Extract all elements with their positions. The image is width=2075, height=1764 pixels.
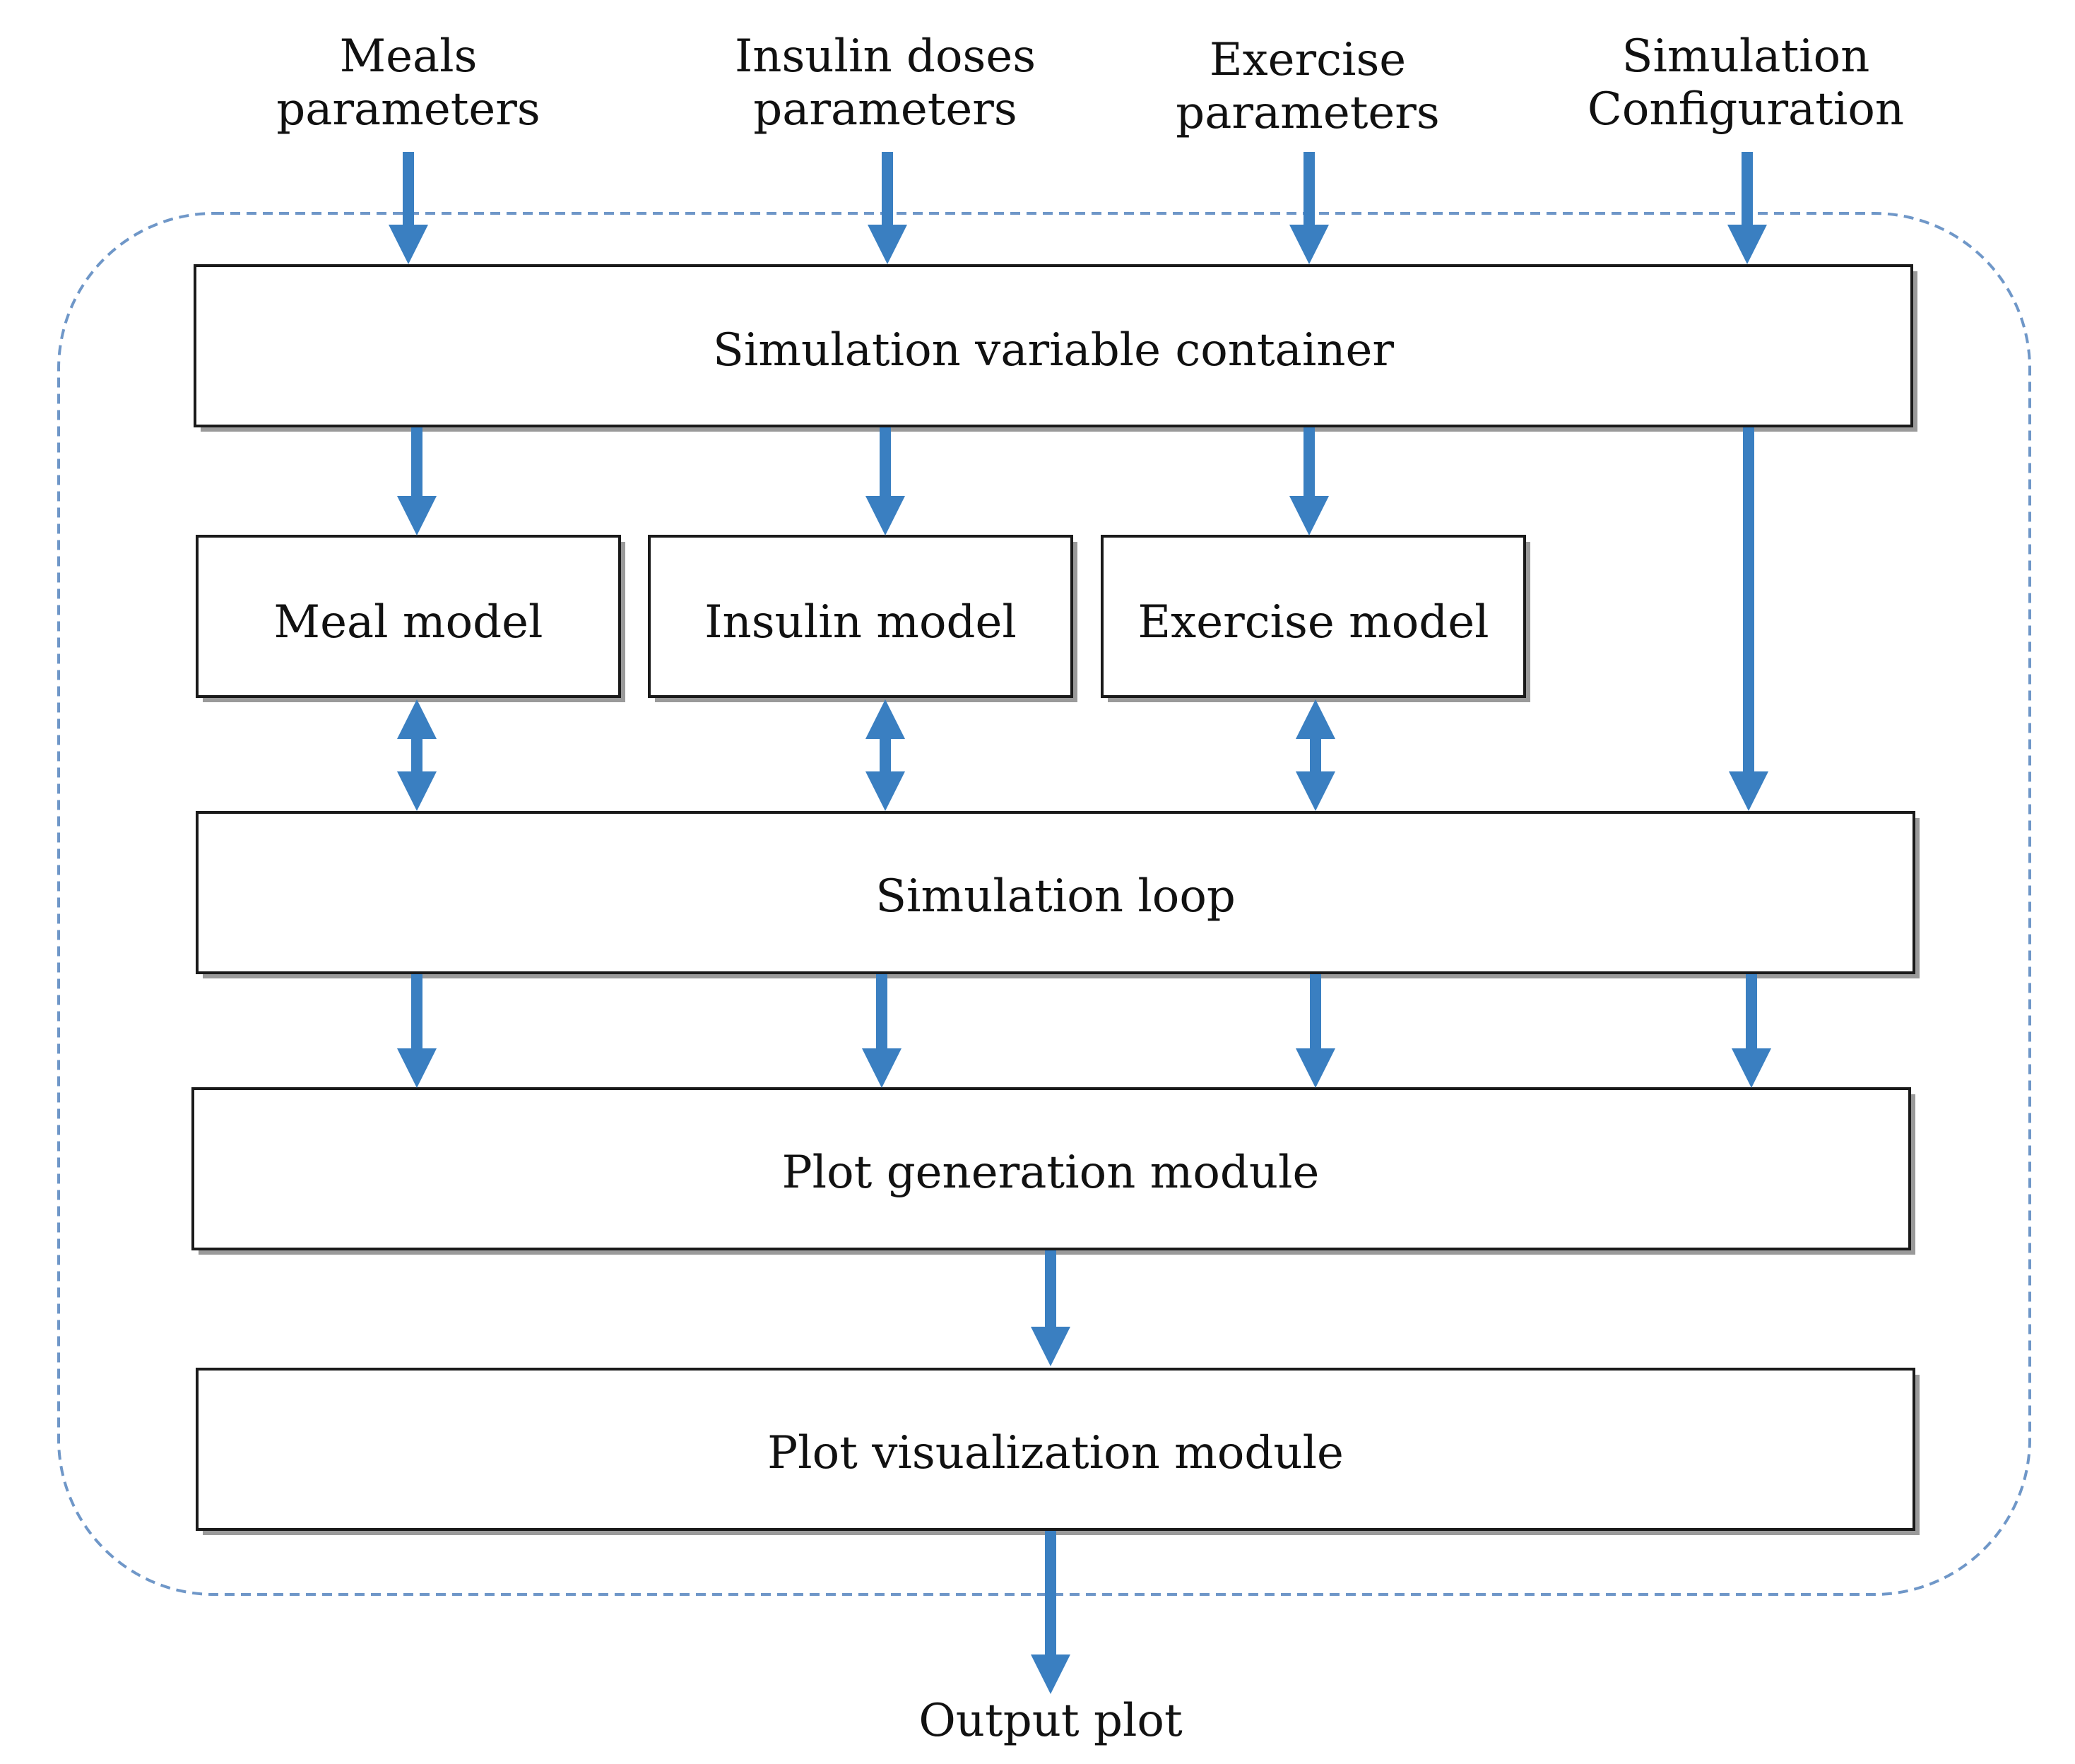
plot-generation-module-label: Plot generation module (782, 1147, 1320, 1199)
arrow-down-icon (868, 225, 907, 264)
plotvis-to-output-arrow (1031, 1531, 1070, 1694)
insulin-model-label: Insulin model (704, 596, 1017, 649)
input-insulin-doses-parameters: Insulin doses parameters (735, 30, 1036, 136)
plot-generation-module-box: Plot generation module (191, 1087, 1915, 1255)
arrow-down-icon (1729, 771, 1768, 811)
arrow-down-icon (1296, 771, 1335, 811)
meal-model-label: Meal model (274, 596, 543, 649)
arrow-up-icon (1296, 699, 1335, 739)
input-exercise-line1: Exercise (1210, 34, 1406, 86)
container-to-model-arrows (397, 427, 1329, 535)
arrow-down-icon (1732, 1048, 1771, 1088)
plot-visualization-module-box: Plot visualization module (196, 1368, 1920, 1535)
simulation-loop-box: Simulation loop (196, 811, 1920, 978)
arrow-down-icon (397, 771, 437, 811)
arrow-down-icon (1289, 225, 1329, 264)
arrow-down-icon (1031, 1655, 1070, 1694)
arrow-up-icon (865, 699, 905, 739)
arrow-down-icon (397, 1048, 437, 1088)
plot-visualization-module-label: Plot visualization module (767, 1427, 1344, 1479)
config-to-loop-arrow (1729, 427, 1768, 811)
arrow-down-icon (397, 496, 437, 535)
input-exercise-parameters: Exercise parameters (1176, 34, 1439, 139)
model-loop-bidirectional-arrows (397, 699, 1335, 811)
input-meals-line2: parameters (276, 83, 540, 136)
input-config-line2: Configuration (1588, 83, 1904, 136)
arrow-up-icon (397, 699, 437, 739)
simulation-variable-container-label: Simulation variable container (713, 324, 1394, 377)
input-meals-parameters: Meals parameters (276, 30, 540, 136)
input-simulation-configuration: Simulation Configuration (1588, 30, 1904, 136)
plotgen-to-plotvis-arrow (1031, 1250, 1070, 1366)
input-meals-line1: Meals (340, 30, 478, 83)
arrow-down-icon (862, 1048, 901, 1088)
insulin-model-box: Insulin model (648, 535, 1077, 702)
arrow-down-icon (1031, 1327, 1070, 1366)
loop-to-plotgen-arrows (397, 974, 1771, 1088)
simulation-loop-label: Simulation loop (875, 870, 1236, 923)
arrow-down-icon (865, 496, 905, 535)
arrow-down-icon (1727, 225, 1767, 264)
input-insulin-line1: Insulin doses (735, 30, 1036, 83)
input-config-line1: Simulation (1622, 30, 1870, 83)
arrow-down-icon (1289, 496, 1329, 535)
arrow-down-icon (865, 771, 905, 811)
arrow-down-icon (389, 225, 428, 264)
system-boundary (57, 212, 2031, 1596)
output-plot-label: Output plot (918, 1695, 1183, 1747)
simulation-variable-container-box: Simulation variable container (194, 264, 1917, 432)
input-arrows (389, 152, 1767, 264)
exercise-model-label: Exercise model (1137, 596, 1489, 649)
arrow-down-icon (1296, 1048, 1335, 1088)
input-exercise-line2: parameters (1176, 87, 1439, 139)
input-insulin-line2: parameters (753, 83, 1017, 136)
exercise-model-box: Exercise model (1101, 535, 1530, 702)
meal-model-box: Meal model (196, 535, 625, 702)
